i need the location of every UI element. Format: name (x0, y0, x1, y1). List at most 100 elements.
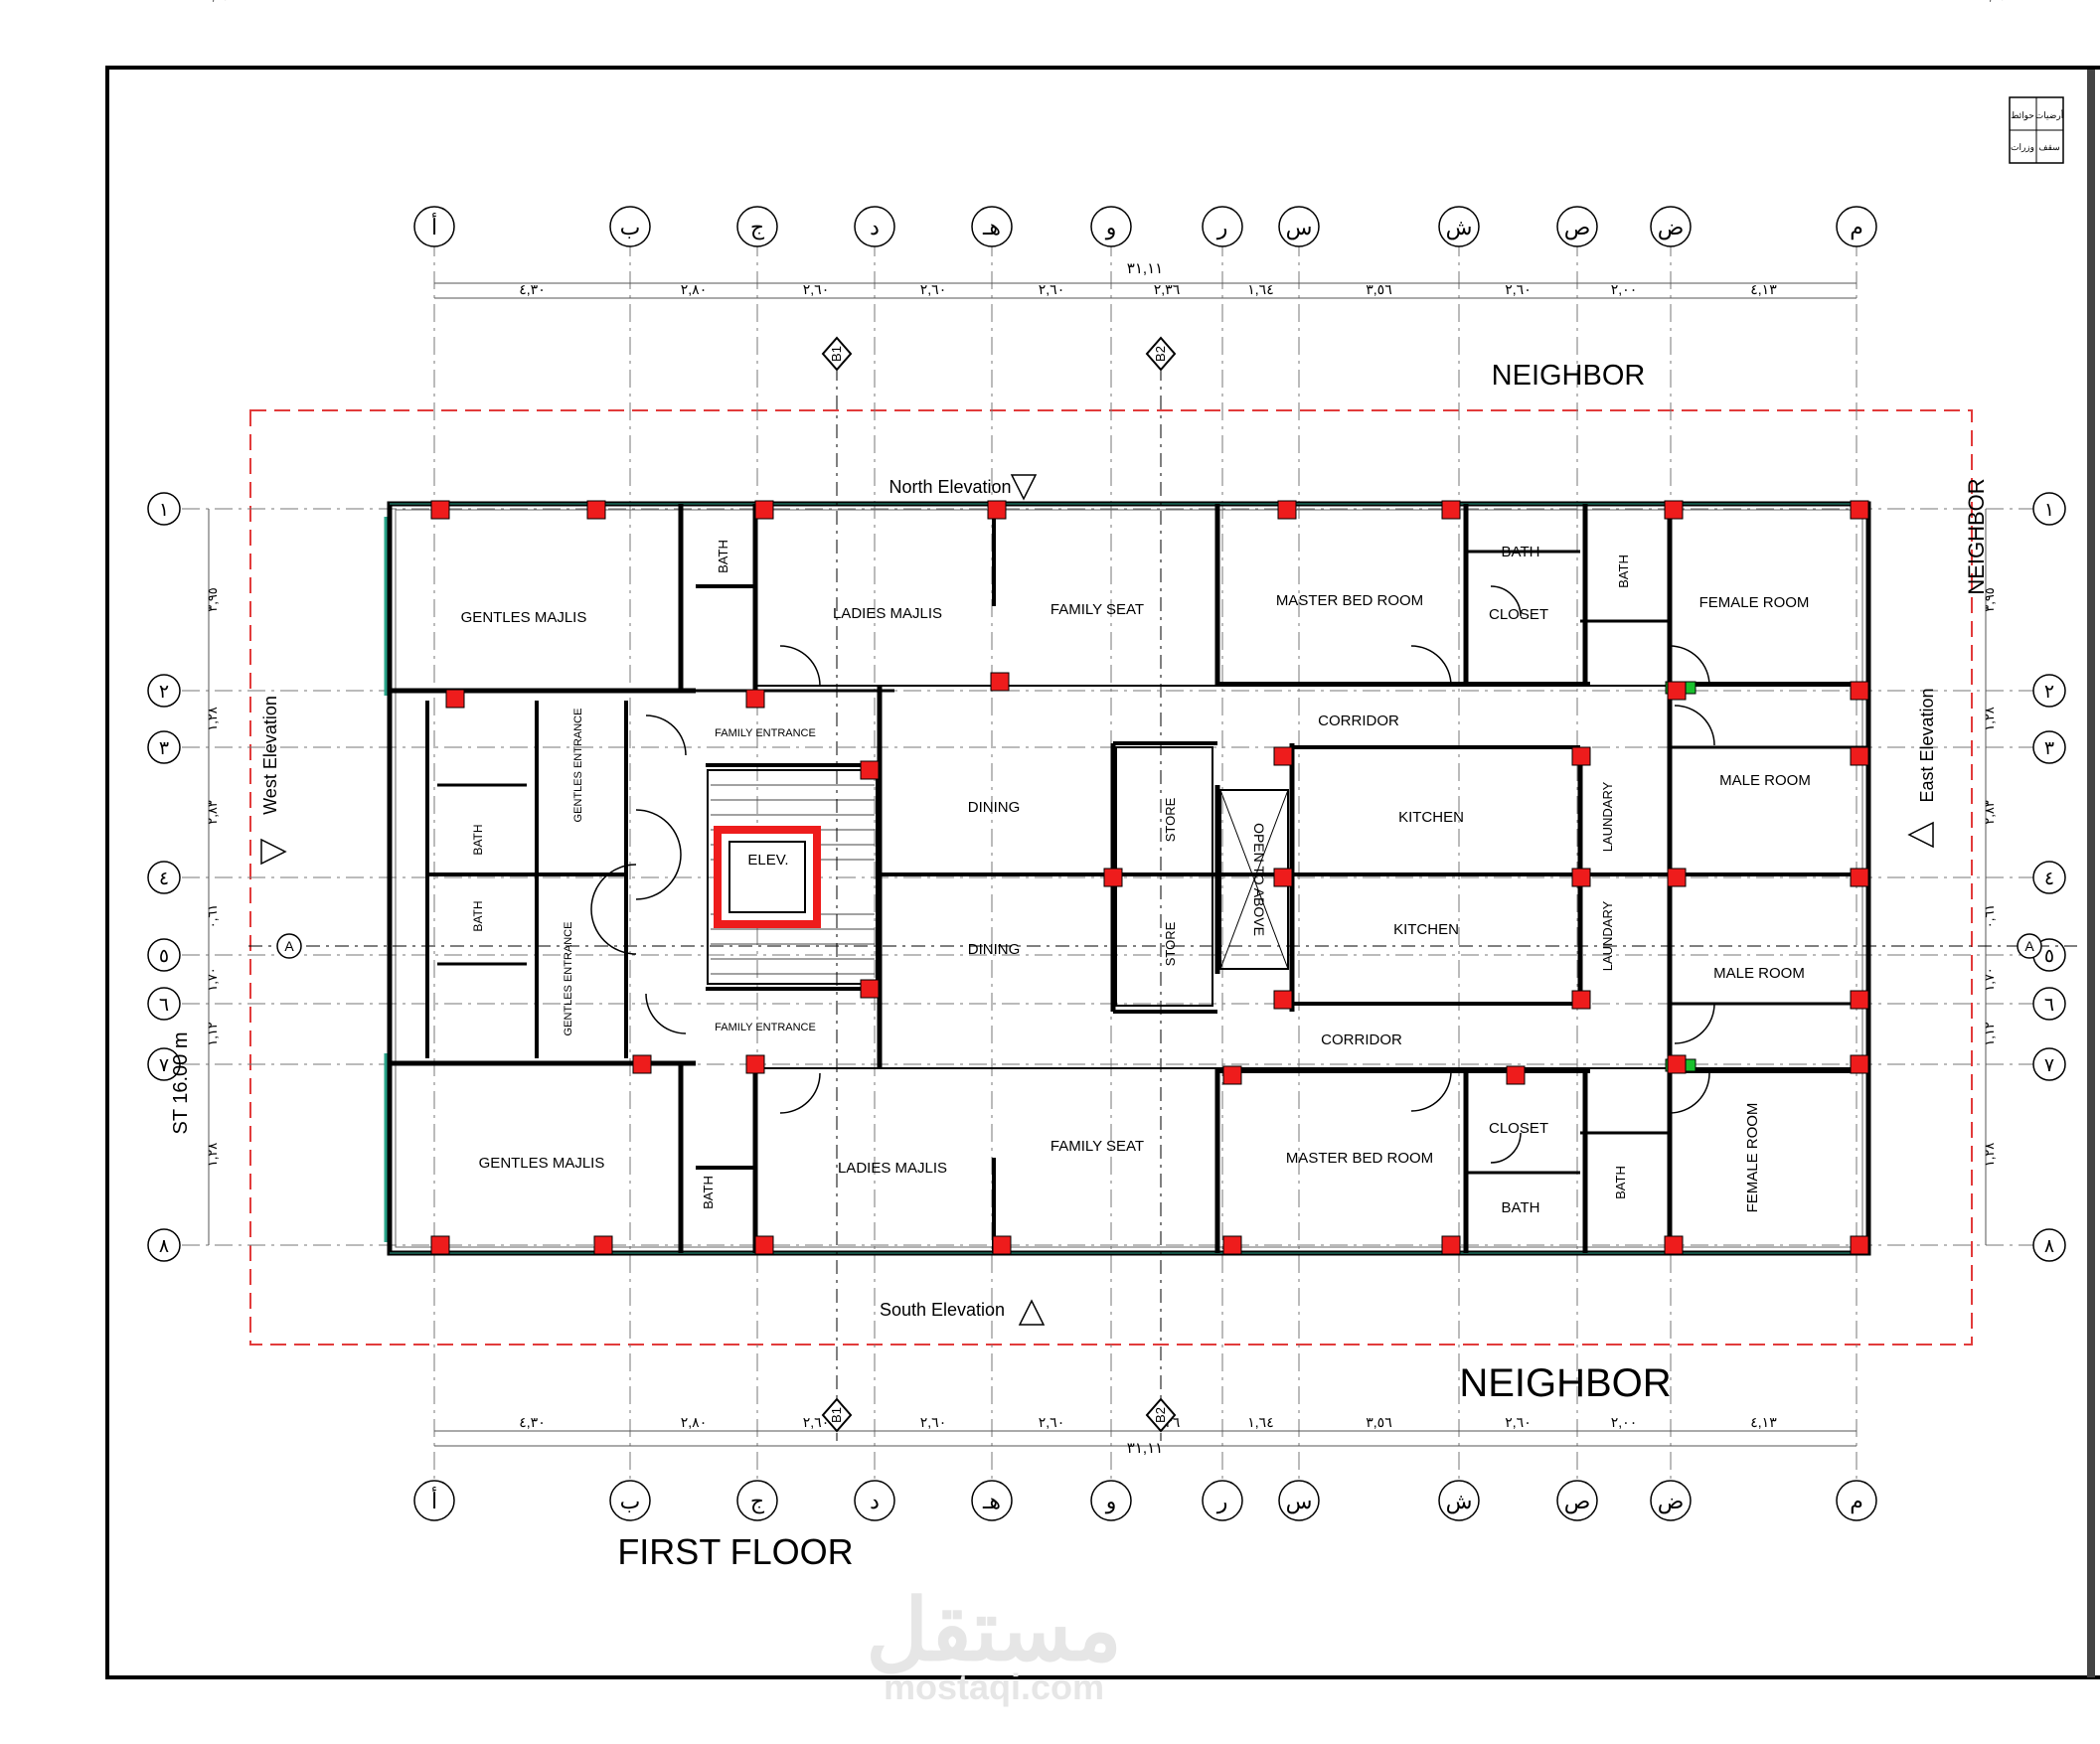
structural-column (987, 500, 1007, 520)
grid-row-label: ١ (2044, 500, 2054, 521)
room-bath-ladies-top: BATH (716, 540, 730, 573)
grid-row-label: ٧ (2044, 1055, 2054, 1076)
grid-column-label: ج (750, 215, 765, 240)
grid-bubble-column (1556, 206, 1598, 247)
grid-column-label: ص (1564, 1489, 1591, 1514)
row-span-dimension: ١,٢٨ (205, 707, 220, 731)
grid-row-label: ٦ (159, 995, 169, 1016)
sheet-frame (105, 66, 2100, 1679)
grid-bubble-row (147, 1228, 181, 1262)
room-female-bottom: FEMALE ROOM (1744, 1103, 1761, 1213)
span-dimension: ٢,٣٦ (1154, 281, 1180, 297)
row-span-dimension: ٣,٩٥ (1982, 0, 2007, 3)
row-span-dimension: ٣,٩٥ (205, 587, 220, 612)
grid-bubble-row (147, 492, 181, 526)
row-span-dimension: ١,٧٠ (1982, 967, 1997, 992)
watermark-arabic: مستقل (866, 1583, 1121, 1678)
grid-column-label: د (870, 1489, 880, 1513)
room-kitchen-top: KITCHEN (1398, 809, 1464, 826)
grid-column-label: أ (431, 1486, 437, 1513)
grid-bubble-column (1438, 1480, 1480, 1521)
structural-column (1850, 500, 1869, 520)
structural-column (1441, 500, 1461, 520)
north-elevation-label: North Elevation (888, 477, 1011, 497)
grid-column-label: ص (1564, 215, 1591, 240)
structural-column (1222, 1065, 1242, 1085)
grid-bubble-row (2032, 492, 2066, 526)
material-legend: حوائط أرضيات وزرات سقف (2009, 96, 2064, 164)
room-ladies-majlis-top: LADIES MAJLIS (833, 605, 942, 622)
span-dimension: ٢,٦٠ (1505, 281, 1531, 297)
grid-bubble-column (609, 206, 651, 247)
south-elevation-marker (1018, 1299, 1046, 1326)
section-markers: A A B1 B1 B2 B2 (248, 336, 2077, 1441)
grid-column-label: ش (1446, 1489, 1473, 1514)
structural-column (1850, 868, 1869, 887)
overall-dimension-top: ٣١,١١ (1127, 260, 1163, 277)
room-bath-bottom: BATH (1502, 1199, 1540, 1216)
dimension-lines: ٣١,١١ ٣١,١١ ٤,٣٠٤,٣٠٢,٨٠٢,٨٠٢,٦٠٢,٦٠٢,٦٠… (205, 0, 2007, 1457)
grid-row-label: ٧ (159, 1055, 169, 1076)
room-dining-top: DINING (968, 799, 1021, 816)
grid-bubble-column (1090, 1480, 1132, 1521)
room-corridor-top: CORRIDOR (1318, 713, 1399, 729)
structural-column (586, 500, 606, 520)
room-male-top: MALE ROOM (1719, 772, 1811, 789)
watermark: مستقل mostaqi.com (866, 1583, 1121, 1707)
span-dimension: ٢,٦٠ (920, 281, 946, 297)
structural-column (1571, 990, 1591, 1010)
grid-row-label: ٥ (2044, 946, 2054, 967)
structural-column (754, 500, 774, 520)
section-b1-bottom: B1 (829, 1407, 844, 1423)
structural-column (1441, 1235, 1461, 1255)
grid-column-label: د (870, 215, 880, 239)
grid-bubble-column (971, 1480, 1013, 1521)
section-a-left: A (284, 938, 294, 954)
row-span-dimension: ٢,٨٣ (205, 800, 220, 825)
grid-bubble-row (147, 674, 181, 708)
grid-column-label: و (1105, 215, 1117, 240)
structural-column (990, 672, 1010, 692)
grid-row-label: ٢ (159, 682, 169, 703)
structural-column (1273, 746, 1293, 766)
neighbor-top: NEIGHBOR (1492, 360, 1646, 392)
grid-column-label: ض (1658, 215, 1685, 240)
neighbor-bottom: NEIGHBOR (1459, 1361, 1671, 1405)
room-family-entrance-bottom: FAMILY ENTRANCE (715, 1022, 816, 1033)
room-store-bottom: STORE (1163, 921, 1178, 966)
structural-column (1667, 681, 1687, 701)
site-labels: NEIGHBOR NEIGHBOR NEIGHBOR North Elevati… (170, 360, 1989, 1572)
grid-bubble-row (2032, 1047, 2066, 1081)
structural-column (1850, 1235, 1869, 1255)
grid-column-label: م (1850, 215, 1863, 240)
row-span-dimension: ١,١٢ (1982, 1022, 1997, 1046)
row-span-dimension: ١,٢٨ (1982, 707, 1997, 731)
grid-column-label: و (1105, 1489, 1117, 1514)
row-span-dimension: ١,٢٨ (1982, 1143, 1997, 1168)
grid-row-label: ٢ (2044, 682, 2054, 703)
span-dimension: ٢,٦٠ (803, 1414, 829, 1430)
neighbor-right: NEIGHBOR (1964, 478, 1989, 594)
room-kitchen-bottom: KITCHEN (1393, 921, 1459, 938)
structural-column (860, 760, 880, 780)
room-male-bottom: MALE ROOM (1713, 965, 1805, 982)
grid-bubble-column (971, 206, 1013, 247)
structural-column (593, 1235, 613, 1255)
row-span-dimension: ٠,٦١ (205, 904, 220, 929)
span-dimension: ٤,٣٠ (519, 1414, 545, 1430)
grid-row-label: ٣ (159, 738, 169, 759)
room-master-bed-top: MASTER BED ROOM (1276, 592, 1423, 609)
room-laundary-top: LAUNDARY (1600, 781, 1615, 852)
section-b2-bottom: B2 (1153, 1407, 1168, 1423)
grid-bubble-column (854, 1480, 895, 1521)
grid-bubble-row (2032, 861, 2066, 894)
room-dining-bottom: DINING (968, 941, 1021, 958)
structural-column (1850, 990, 1869, 1010)
room-bath-west-top: BATH (471, 824, 485, 855)
room-master-bed-bottom: MASTER BED ROOM (1286, 1150, 1433, 1167)
room-store-top: STORE (1163, 797, 1178, 842)
grid-row-label: ٦ (2044, 995, 2054, 1016)
room-bath-west-bottom: BATH (471, 900, 485, 931)
watermark-latin: mostaqi.com (884, 1666, 1104, 1707)
